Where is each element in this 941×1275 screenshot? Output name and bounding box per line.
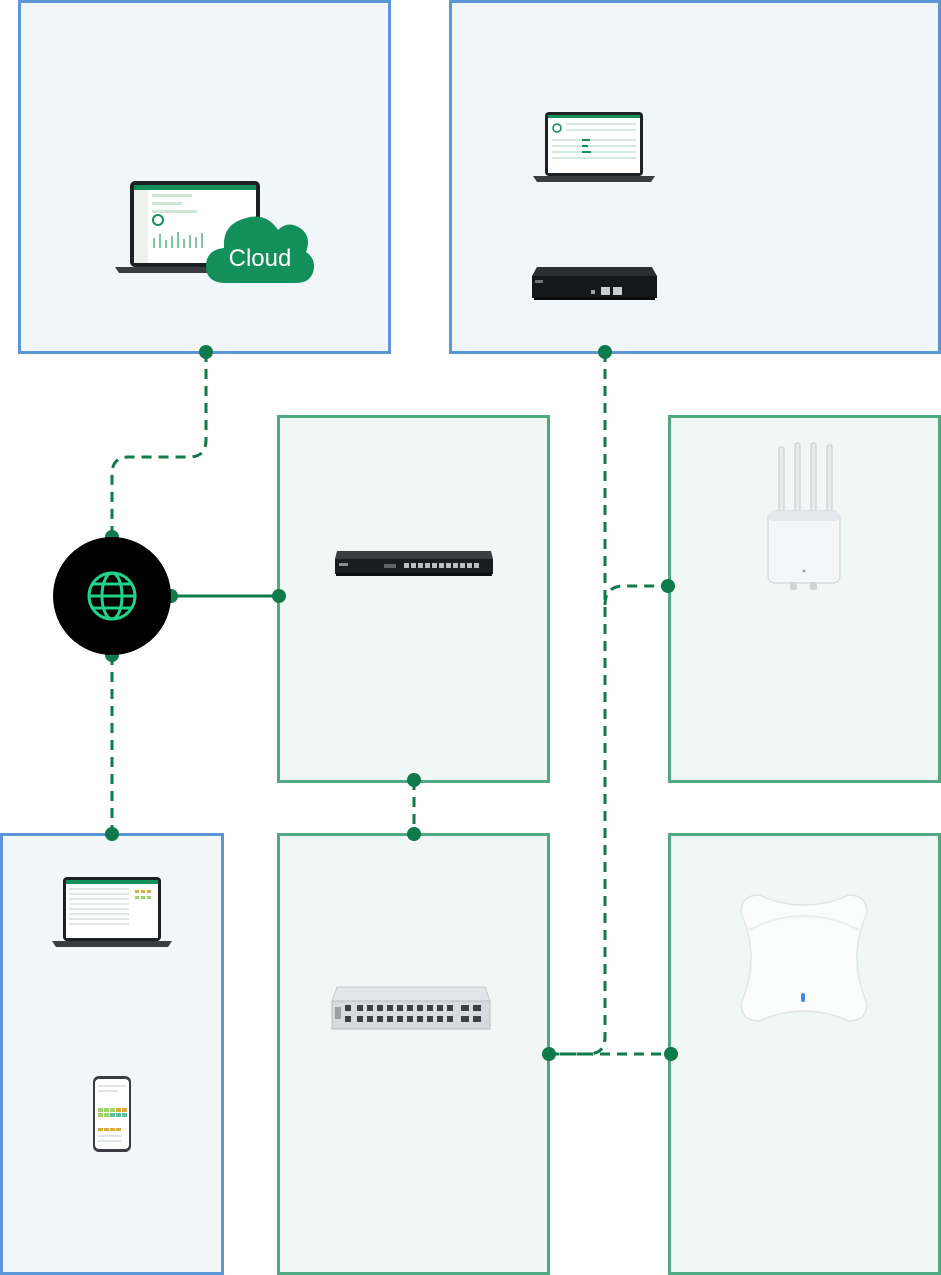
cloud-controller-panel xyxy=(18,0,391,354)
switch-panel xyxy=(277,833,550,1275)
cloud-to-globe-link xyxy=(110,352,208,537)
mobile-phone-icon xyxy=(93,1076,131,1152)
controller-bus-link xyxy=(549,352,607,1056)
gateway-icon xyxy=(335,551,493,576)
outdoor-ap-icon xyxy=(767,442,841,590)
internet-node xyxy=(53,537,171,655)
hardware-controller-icon xyxy=(532,267,657,300)
access-switch-icon xyxy=(331,986,491,1030)
outdoor-ap-panel xyxy=(668,415,941,783)
ceiling-ap-icon xyxy=(740,894,868,1022)
management-laptop-icon xyxy=(52,877,172,947)
bus-to-outdoor-ap-link xyxy=(603,584,668,606)
gateway-panel xyxy=(277,415,550,783)
hardware-controller-panel xyxy=(449,0,941,354)
cloud-label: Cloud xyxy=(229,245,292,272)
cloud-icon: Cloud xyxy=(206,216,315,283)
controller-laptop-icon xyxy=(533,112,655,182)
globe-icon xyxy=(87,571,137,621)
